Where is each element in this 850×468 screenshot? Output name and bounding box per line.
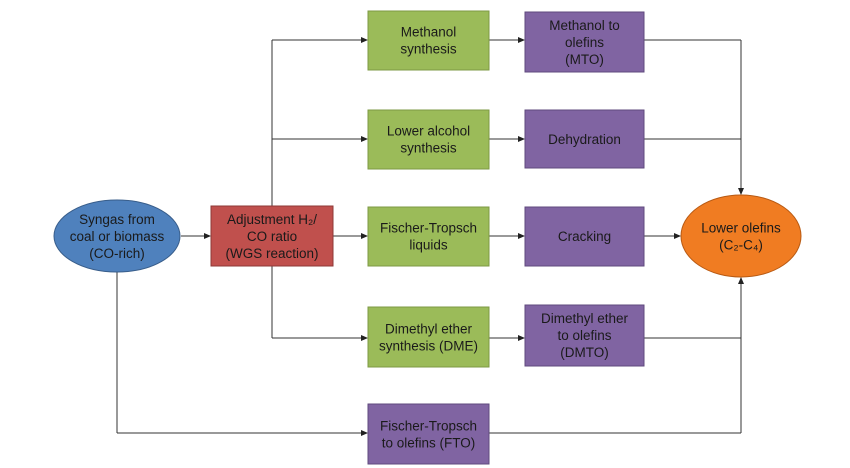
lower-olefins-label: Lower olefins (C₂-C₄): [701, 221, 781, 253]
arrowhead: [518, 136, 525, 142]
node-syngas: Syngas from coal or biomass (CO-rich): [53, 199, 181, 273]
node-lower-alcohol: Lower alcohol synthesis: [367, 109, 490, 170]
node-cracking: Cracking: [524, 206, 645, 267]
arrowhead: [361, 136, 368, 142]
node-lower-olefins: Lower olefins (C₂-C₄): [680, 194, 802, 278]
arrowhead: [518, 37, 525, 43]
label-line: synthesis: [400, 141, 457, 156]
node-mto: Methanol to olefins (MTO): [524, 11, 645, 73]
label-line: (WGS reaction): [225, 246, 318, 261]
mto-label: Methanol to olefins (MTO): [549, 18, 620, 67]
fto-label: Fischer-Tropsch to olefins (FTO): [380, 419, 477, 451]
node-dmto: Dimethyl ether to olefins (DMTO): [524, 304, 645, 367]
label-line: (C₂-C₄): [719, 238, 763, 253]
label-line: Adjustment H₂/: [227, 212, 317, 227]
lower-olefins-ellipse: [680, 194, 802, 278]
label-line: CO ratio: [247, 229, 297, 244]
dehydration-box: [524, 109, 645, 169]
node-ft-liquids: Fischer-Tropsch liquids: [367, 206, 490, 267]
arrowhead: [738, 188, 744, 195]
label-line: to olefins: [557, 328, 611, 343]
cracking-label: Cracking: [558, 229, 611, 244]
mto-box: [524, 11, 645, 73]
syngas-label: Syngas from coal or biomass (CO-rich): [70, 212, 165, 261]
label-line: olefins: [565, 35, 604, 50]
ft-liquids-label: Fischer-Tropsch liquids: [380, 221, 477, 253]
dmto-label: Dimethyl ether to olefins (DMTO): [541, 311, 629, 360]
arrowhead: [361, 37, 368, 43]
node-dme-synthesis: Dimethyl ether synthesis (DME): [367, 306, 490, 368]
label-line: Methanol: [401, 25, 457, 40]
label-line: synthesis: [400, 42, 457, 57]
arrowhead: [361, 233, 368, 239]
syngas-ellipse: [53, 199, 181, 273]
cracking-box: [524, 206, 645, 267]
label-line: (DMTO): [560, 345, 609, 360]
label-line: (MTO): [565, 52, 604, 67]
connectors: [116, 37, 744, 436]
node-methanol-synthesis: Methanol synthesis: [367, 10, 490, 71]
arrowhead: [518, 335, 525, 341]
label-line: Lower alcohol: [387, 124, 470, 139]
methanol-synthesis-label: Methanol synthesis: [400, 25, 457, 57]
label-line: Cracking: [558, 229, 611, 244]
label-line: Fischer-Tropsch: [380, 419, 477, 434]
adjustment-box: [210, 205, 334, 267]
arrowhead: [674, 233, 681, 239]
label-line: Lower olefins: [701, 221, 781, 236]
arrowhead: [738, 277, 744, 284]
dmto-box: [524, 304, 645, 367]
node-adjustment: Adjustment H₂/CO ratio (WGS reaction): [210, 205, 334, 267]
dehydration-label: Dehydration: [548, 132, 621, 147]
label-line: Syngas from: [79, 212, 155, 227]
label-line: liquids: [409, 238, 448, 253]
label-line: Dimethyl ether: [541, 311, 629, 326]
label-line: Fischer-Tropsch: [380, 221, 477, 236]
label-line: synthesis (DME): [379, 339, 478, 354]
lower-alcohol-box: [367, 109, 490, 170]
arrowhead: [361, 335, 368, 341]
arrowhead: [204, 233, 211, 239]
label-line: Dimethyl ether: [385, 322, 473, 337]
dme-synthesis-box: [367, 306, 490, 368]
label-line: (CO-rich): [89, 246, 145, 261]
nodes: Syngas from coal or biomass (CO-rich) Adju…: [53, 10, 802, 465]
label-line: Dehydration: [548, 132, 621, 147]
arrowhead: [361, 430, 368, 436]
arrowhead: [518, 233, 525, 239]
lower-alcohol-label: Lower alcohol synthesis: [387, 124, 470, 156]
dme-synthesis-label: Dimethyl ether synthesis (DME): [379, 322, 478, 354]
node-fto: Fischer-Tropsch to olefins (FTO): [367, 403, 490, 465]
fto-box: [367, 403, 490, 465]
label-line: coal or biomass: [70, 229, 165, 244]
methanol-synthesis-box: [367, 10, 490, 71]
adjustment-label: Adjustment H₂/CO ratio (WGS reaction): [225, 212, 318, 261]
label-line: Methanol to: [549, 18, 620, 33]
ft-liquids-box: [367, 206, 490, 267]
label-line: to olefins (FTO): [382, 436, 476, 451]
node-dehydration: Dehydration: [524, 109, 645, 169]
